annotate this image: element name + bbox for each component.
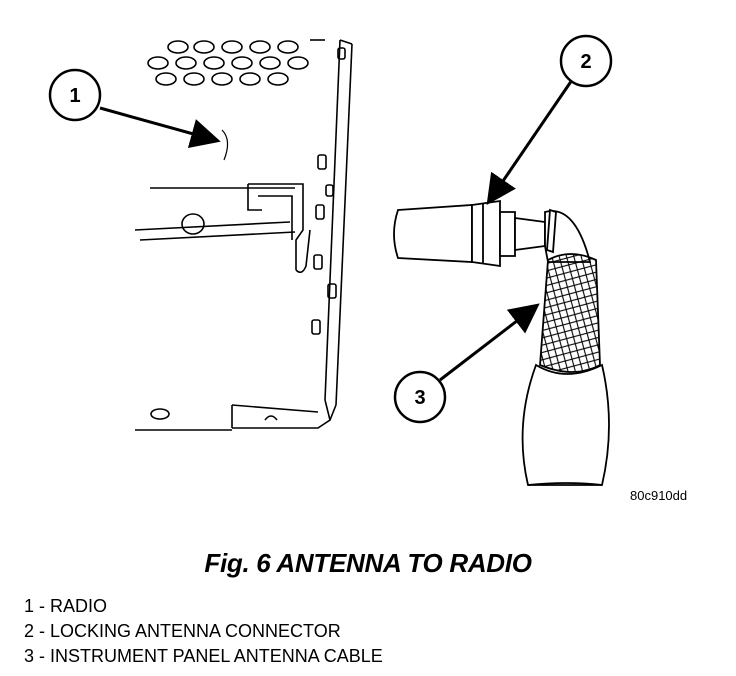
callout-2: 2 bbox=[559, 34, 613, 88]
legend-item-connector: 2 - LOCKING ANTENNA CONNECTOR bbox=[24, 621, 341, 641]
antenna-cable bbox=[521, 253, 610, 486]
legend-item-cable: 3 - INSTRUMENT PANEL ANTENNA CABLE bbox=[24, 646, 383, 666]
callout-1: 1 bbox=[48, 68, 102, 122]
callout-1-label: 1 bbox=[69, 85, 80, 107]
callout-3-label: 3 bbox=[414, 387, 425, 409]
radio-housing bbox=[134, 39, 353, 431]
legend: 1 - RADIO 2 - LOCKING ANTENNA CONNECTOR … bbox=[24, 594, 383, 669]
figure-code: 80c910dd bbox=[630, 488, 688, 503]
callout-3: 3 bbox=[393, 370, 447, 424]
vent-holes bbox=[147, 40, 309, 86]
locking-antenna-connector bbox=[393, 199, 592, 268]
callout-2-label: 2 bbox=[580, 51, 591, 73]
legend-item-radio: 1 - RADIO bbox=[24, 596, 108, 616]
leader-lines bbox=[99, 79, 574, 382]
figure-title: Fig. 6 ANTENNA TO RADIO bbox=[204, 548, 532, 578]
antenna-radio-illustration: 1 2 3 bbox=[48, 34, 613, 486]
